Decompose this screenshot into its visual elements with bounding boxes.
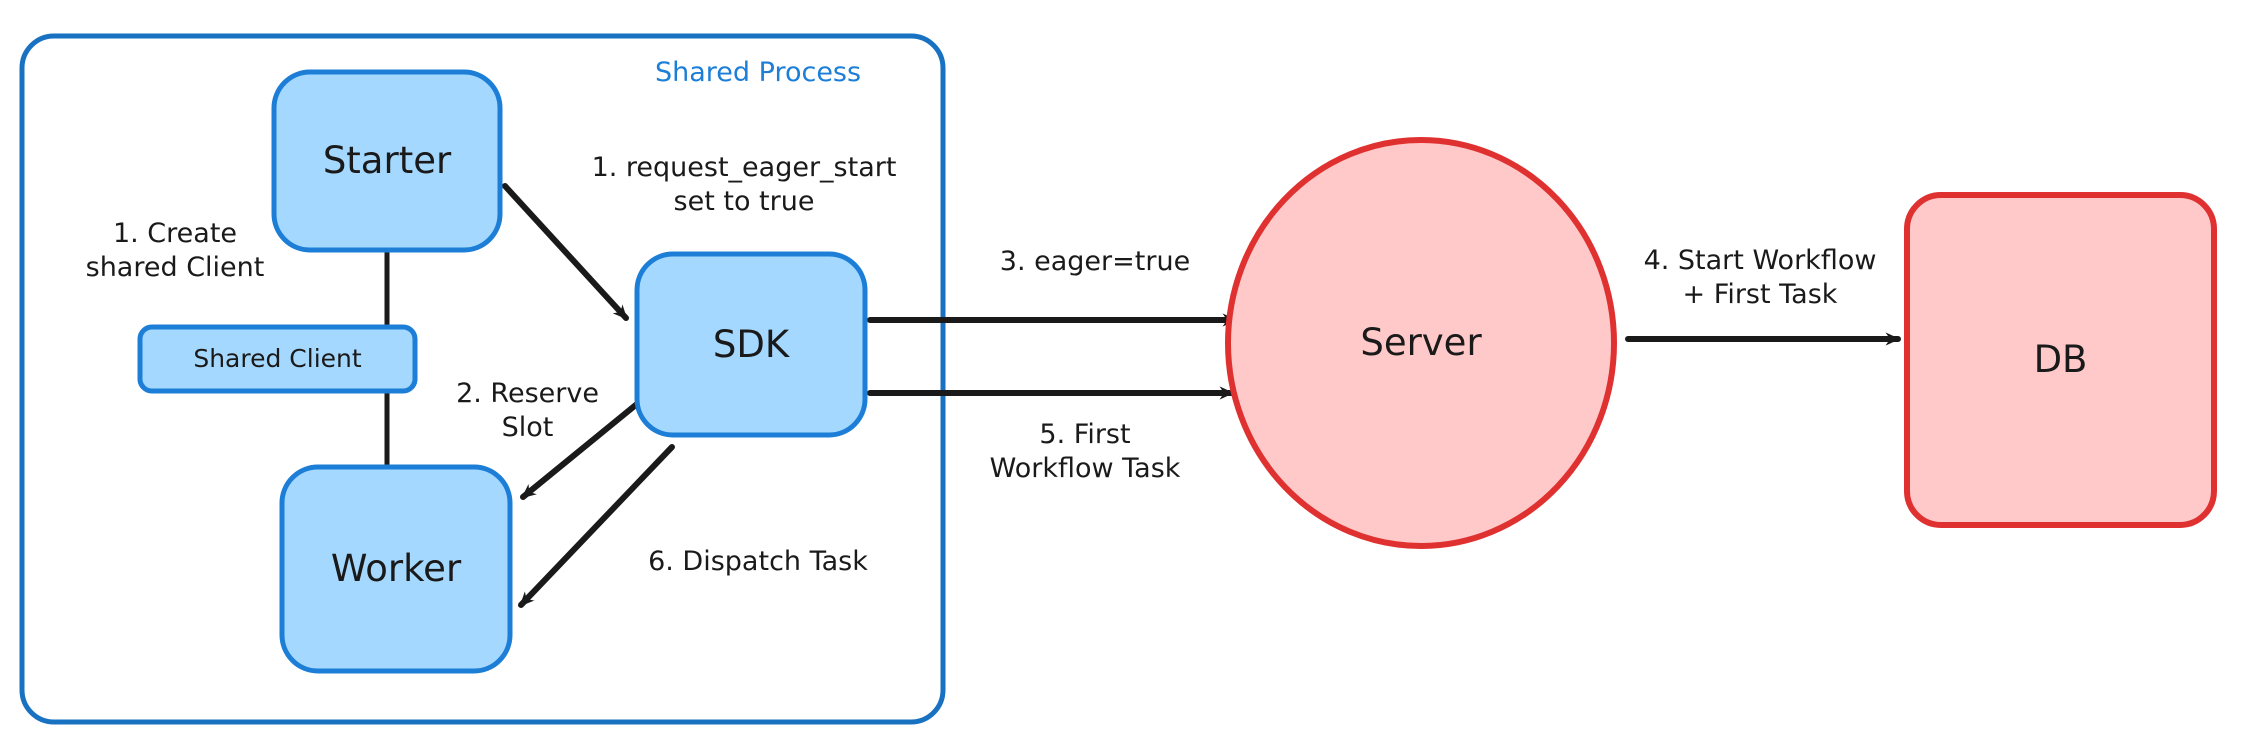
edge-starter-sdk [502, 183, 629, 321]
node-shared-client[interactable] [137, 324, 418, 394]
edge-label-request-eager-start: 1. request_eager_start set to true [591, 152, 897, 217]
node-sdk[interactable] [634, 251, 868, 438]
shared-process-container [19, 33, 946, 725]
edge-label-start-workflow-first-task: 4. Start Workflow + First Task [1643, 245, 1877, 310]
shared-process-label: Shared Process [655, 57, 862, 88]
edge-sdk-worker-reserve [520, 401, 640, 500]
edge-label-first-workflow-task: 5. First Workflow Task [989, 419, 1181, 484]
edge-label-dispatch-task: 6. Dispatch Task [648, 546, 868, 578]
edge-sdk-worker-dispatch [518, 444, 675, 608]
node-starter[interactable] [271, 69, 503, 253]
node-server[interactable] [1225, 137, 1617, 549]
node-db[interactable] [1904, 192, 2217, 528]
edge-label-reserve-slot: 2. Reserve Slot [456, 378, 599, 443]
node-worker[interactable] [279, 464, 513, 674]
edge-label-create-shared-client: 1. Create shared Client [85, 218, 265, 283]
edge-label-eager-true: 3. eager=true [999, 246, 1191, 278]
